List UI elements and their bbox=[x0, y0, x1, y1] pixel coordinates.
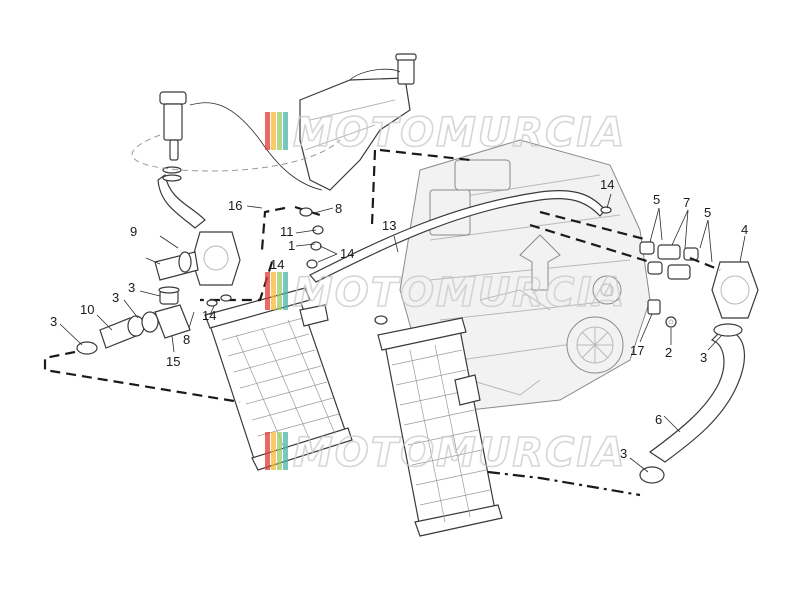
callout-label: 3 bbox=[112, 290, 119, 305]
callout-label: 17 bbox=[630, 343, 644, 358]
callout-label: 2 bbox=[665, 345, 672, 360]
watermark-text-bottom: MOTOMURCIA bbox=[293, 430, 626, 476]
callout-label: 13 bbox=[382, 218, 396, 233]
lower-right-hose bbox=[639, 323, 745, 484]
callout-label: 6 bbox=[655, 412, 662, 427]
callout-label: 14 bbox=[600, 177, 614, 192]
callout-label: 3 bbox=[620, 446, 627, 461]
water-pump-cover bbox=[154, 231, 241, 286]
callout-label: 10 bbox=[80, 302, 94, 317]
callout-label: 14 bbox=[202, 308, 216, 323]
watermark-bottom: MOTOMURCIA bbox=[265, 429, 626, 477]
callout-label: 1 bbox=[288, 238, 295, 253]
callout-label: 3 bbox=[50, 314, 57, 329]
temperature-sensor bbox=[647, 299, 677, 328]
callout-label: 14 bbox=[340, 246, 354, 261]
callout-label: 9 bbox=[130, 224, 137, 239]
watermark-text-top: MOTOMURCIA bbox=[293, 110, 626, 156]
watermark-group: MOTOMURCIA MOTOMURCIA MOTOMURCIA bbox=[265, 109, 626, 477]
callout-label: 7 bbox=[683, 195, 690, 210]
right-radiator bbox=[377, 317, 503, 537]
watermark-top: MOTOMURCIA bbox=[265, 109, 626, 157]
long-hose-13 bbox=[309, 189, 606, 283]
callout-label: 4 bbox=[741, 222, 748, 237]
watermark-text-middle: MOTOMURCIA bbox=[293, 270, 626, 316]
callout-label: 3 bbox=[700, 350, 707, 365]
callout-label: 3 bbox=[128, 280, 135, 295]
callout-label: 5 bbox=[653, 192, 660, 207]
callout-label: 5 bbox=[704, 205, 711, 220]
expansion-tank bbox=[299, 53, 417, 191]
callout-label: 14 bbox=[270, 257, 284, 272]
filler-neck-assembly bbox=[131, 91, 341, 229]
thermostat-housing bbox=[639, 241, 759, 319]
leader-lines bbox=[59, 193, 746, 473]
callout-labels: 3 9 10 3 3 15 16 8 1 11 14 14 14 8 13 14… bbox=[50, 177, 748, 461]
callout-label: 15 bbox=[166, 354, 180, 369]
callout-label: 11 bbox=[280, 224, 294, 239]
callout-label: 8 bbox=[335, 201, 342, 216]
callout-label: 16 bbox=[228, 198, 242, 213]
left-hose-assembly bbox=[76, 286, 191, 355]
watermark-middle: MOTOMURCIA bbox=[265, 269, 626, 317]
callout-label: 8 bbox=[183, 332, 190, 347]
